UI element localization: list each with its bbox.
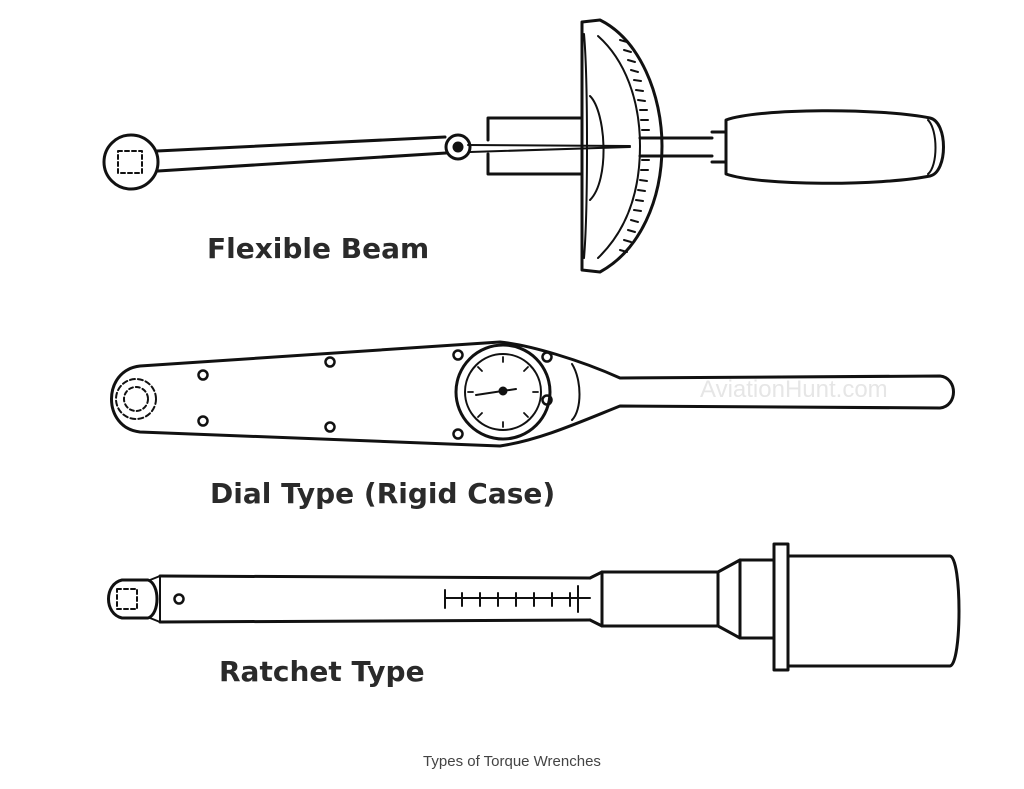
dial-collar <box>571 363 581 421</box>
label-ratchet-type: Ratchet Type <box>219 655 425 688</box>
label-dial-type: Dial Type (Rigid Case) <box>210 477 556 510</box>
beam-drive-head <box>102 133 160 191</box>
beam-handle-mount <box>486 116 728 176</box>
watermark: AviationHunt.com <box>700 376 888 403</box>
beam-grip-handle <box>724 109 945 185</box>
beam-pointer <box>467 144 631 153</box>
ratchet-handle <box>772 542 961 672</box>
ratchet-scale <box>444 585 591 613</box>
label-flexible-beam: Flexible Beam <box>207 232 430 265</box>
ratchet-shaft <box>158 574 592 624</box>
ratchet-drive-head <box>107 575 161 623</box>
ratchet-type-wrench <box>107 542 961 672</box>
dial-body <box>110 340 955 448</box>
beam-scale-arc <box>580 18 664 274</box>
dial-rivets <box>197 349 553 440</box>
dial-drive-head <box>115 378 157 420</box>
figure-caption: Types of Torque Wrenches <box>423 753 601 770</box>
dial-gauge <box>454 343 552 441</box>
beam-shaft <box>155 135 448 173</box>
flexible-beam-wrench <box>102 18 945 274</box>
dial-type-wrench <box>110 340 955 448</box>
ratchet-collar <box>588 558 776 640</box>
beam-pivot <box>444 133 472 161</box>
